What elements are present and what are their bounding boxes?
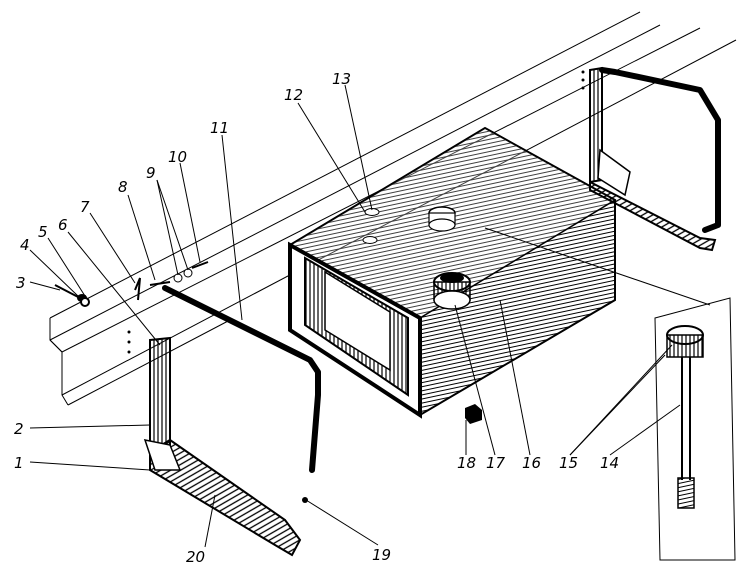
callout-1: 1 bbox=[14, 454, 24, 472]
fuel-level-sender bbox=[654, 297, 736, 561]
callout-5: 5 bbox=[38, 223, 48, 241]
callout-20: 20 bbox=[186, 548, 205, 566]
callout-labels: 1 2 3 4 5 6 7 8 9 10 11 12 13 18 17 16 1… bbox=[14, 70, 619, 566]
callout-4: 4 bbox=[20, 236, 30, 254]
callout-17: 17 bbox=[486, 454, 506, 472]
callout-6: 6 bbox=[58, 216, 68, 234]
tank-strap bbox=[162, 285, 321, 473]
callout-19: 19 bbox=[372, 546, 391, 564]
callout-11: 11 bbox=[210, 119, 229, 137]
callout-9: 9 bbox=[146, 164, 156, 182]
callout-7: 7 bbox=[80, 198, 90, 216]
callout-18: 18 bbox=[457, 454, 476, 472]
callout-15: 15 bbox=[559, 454, 578, 472]
callout-3: 3 bbox=[16, 274, 26, 292]
fuel-tank bbox=[288, 126, 617, 419]
filler-neck bbox=[433, 272, 471, 310]
callout-2: 2 bbox=[14, 420, 24, 438]
callout-14: 14 bbox=[600, 454, 619, 472]
callout-13: 13 bbox=[332, 70, 351, 88]
callout-leaders bbox=[29, 84, 681, 548]
bracket-right bbox=[581, 66, 721, 252]
callout-8: 8 bbox=[118, 178, 128, 196]
bracket-left bbox=[127, 330, 302, 557]
callout-12: 12 bbox=[284, 86, 303, 104]
callout-16: 16 bbox=[522, 454, 541, 472]
fasteners bbox=[54, 261, 482, 503]
callout-10: 10 bbox=[168, 148, 187, 166]
sender-boss bbox=[428, 206, 456, 232]
